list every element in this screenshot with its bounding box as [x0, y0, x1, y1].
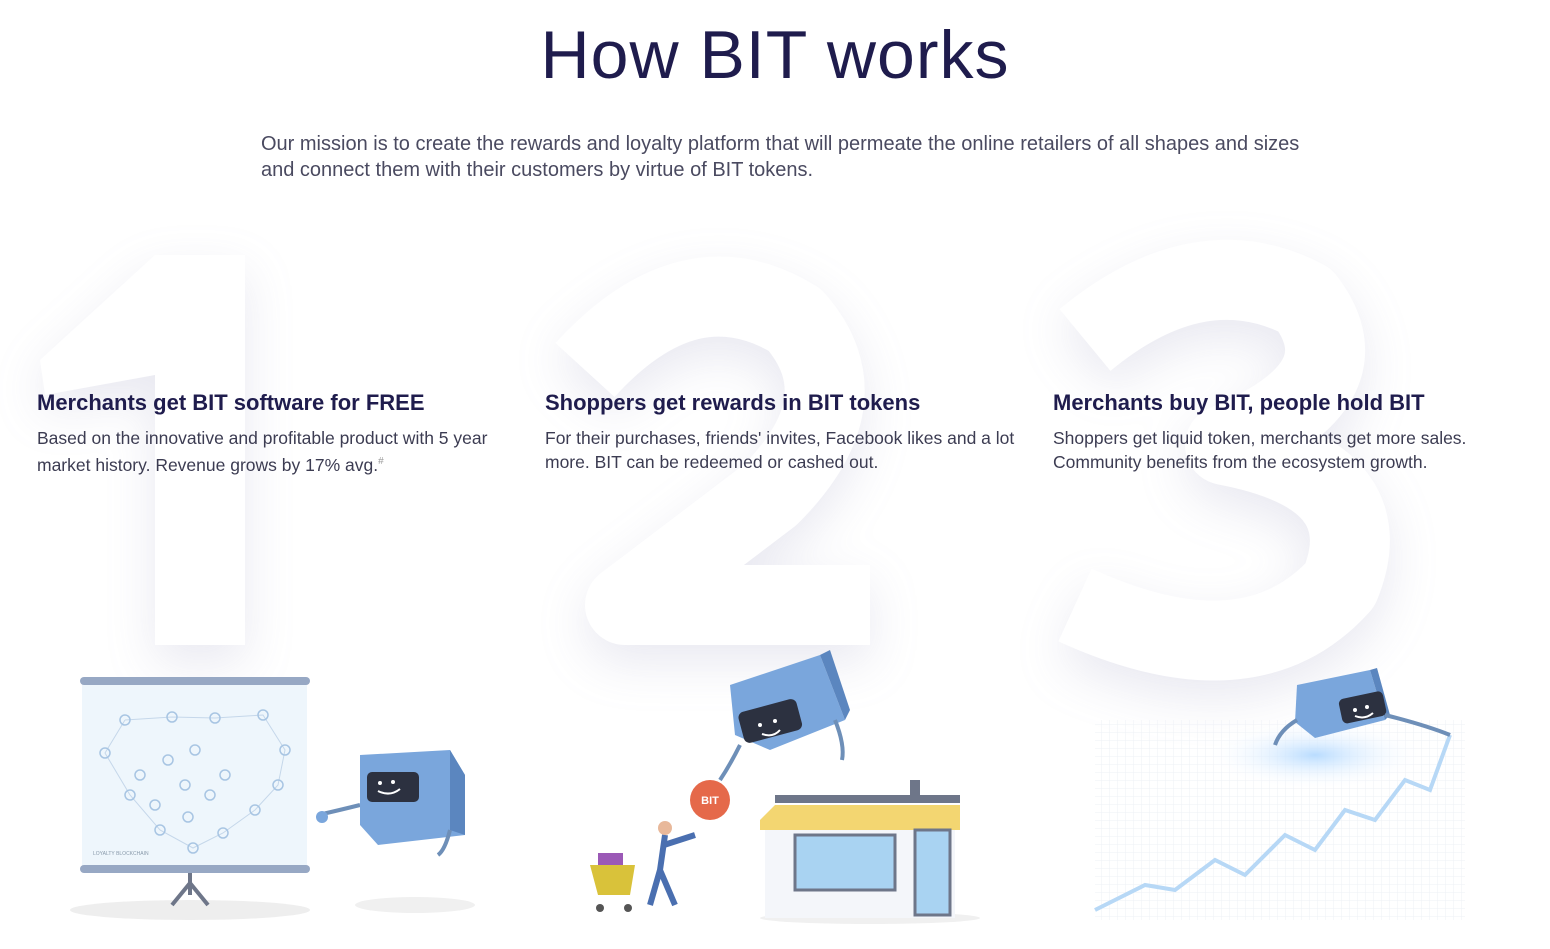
- step-2: Shoppers get rewards in BIT tokens For t…: [545, 390, 1035, 474]
- step-text-body: Based on the innovative and profitable p…: [37, 428, 488, 475]
- step-number-3-graphic: [1058, 239, 1390, 681]
- step-1: Merchants get BIT software for FREE Base…: [37, 390, 527, 477]
- step-text: For their purchases, friends' invites, F…: [545, 428, 1015, 472]
- shop-illustration: BIT: [590, 650, 980, 924]
- presentation-board-illustration: LOYALTY BLOCKCHAIN: [70, 677, 475, 920]
- bit-coin-label: BIT: [701, 795, 719, 807]
- step-text: Based on the innovative and profitable p…: [37, 426, 527, 477]
- page-title: How BIT works: [540, 17, 1010, 93]
- step-heading: Shoppers get rewards in BIT tokens: [545, 390, 921, 415]
- footnote-marker: #: [378, 456, 384, 467]
- step-3: Merchants buy BIT, people hold BIT Shopp…: [1053, 390, 1533, 474]
- board-label: LOYALTY BLOCKCHAIN: [93, 851, 149, 857]
- step-number-2-graphic: [555, 256, 870, 645]
- mission-text: Our mission is to create the rewards and…: [261, 133, 1300, 181]
- growth-chart-illustration: [1094, 668, 1465, 920]
- step-text: Shoppers get liquid token, merchants get…: [1053, 428, 1467, 472]
- step-number-1-graphic: [40, 255, 245, 645]
- step-heading: Merchants buy BIT, people hold BIT: [1053, 390, 1425, 415]
- step-heading: Merchants get BIT software for FREE: [37, 390, 425, 415]
